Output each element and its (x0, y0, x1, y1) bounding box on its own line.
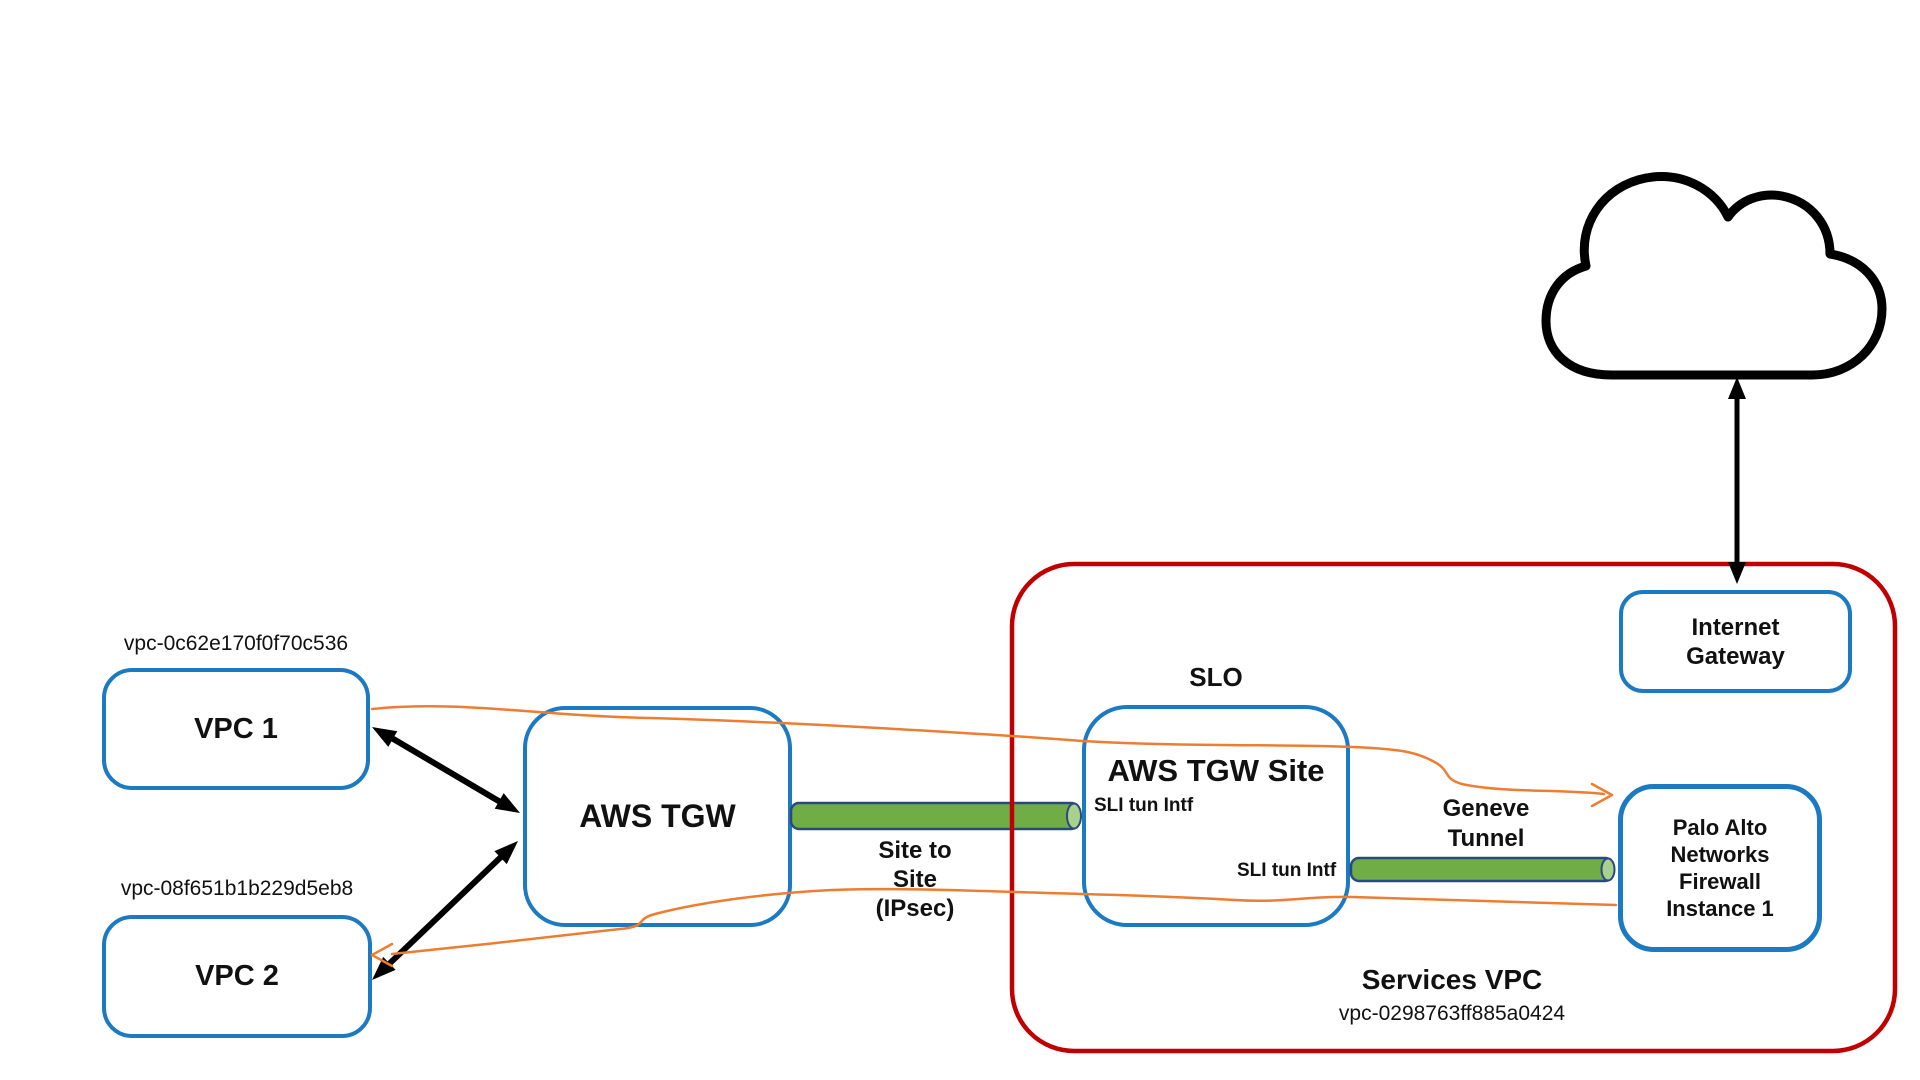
aws-tgw-site-box: AWS TGW Site SLI tun Intf SLI tun Intf (1082, 705, 1350, 927)
vpc2-tgw-arrow (372, 841, 518, 980)
sli-tun-intf-bottom-label: SLI tun Intf (1237, 860, 1337, 881)
vpc1-tgw-arrow (372, 727, 520, 813)
aws-tgw-label: AWS TGW (579, 798, 736, 834)
vpc2-id-label: vpc-08f651b1b229d5eb8 (120, 877, 354, 900)
internet-label: Internet (1659, 292, 1770, 325)
aws-tgw-box: AWS TGW (523, 706, 792, 927)
palo-alto-firewall-box: Palo Alto Networks Firewall Instance 1 (1618, 784, 1822, 952)
aws-tgw-site-title: AWS TGW Site (1107, 753, 1325, 788)
flow-arrowhead-left-icon (370, 942, 394, 968)
vpc2-box: VPC 2 (102, 915, 372, 1038)
palo-alto-firewall-label: Palo Alto Networks Firewall Instance 1 (1666, 815, 1774, 921)
services-vpc-title: Services VPC (1361, 964, 1543, 995)
services-vpc-id-label: vpc-0298763ff885a0424 (1338, 1002, 1566, 1025)
internet-cloud-icon (1541, 172, 1887, 380)
internet-igw-arrow (1728, 377, 1746, 584)
geneve-tunnel (1349, 856, 1616, 883)
internet-gateway-label: Internet Gateway (1686, 613, 1785, 670)
site-to-site-tunnel (789, 801, 1082, 831)
vpc2-label: VPC 2 (195, 960, 279, 992)
internet-gateway-box: Internet Gateway (1619, 590, 1852, 693)
slo-label: SLO (1189, 662, 1243, 692)
vpc1-box: VPC 1 (102, 668, 370, 790)
vpc1-id-label: vpc-0c62e170f0f70c536 (123, 632, 349, 655)
flow-arrowhead-right-icon (1590, 782, 1614, 808)
site-to-site-ipsec-label: Site to Site (IPsec) (875, 837, 955, 922)
vpc1-label: VPC 1 (194, 712, 278, 745)
sli-tun-intf-top-label: SLI tun Intf (1094, 795, 1194, 816)
geneve-tunnel-label: Geneve Tunnel (1442, 795, 1530, 852)
